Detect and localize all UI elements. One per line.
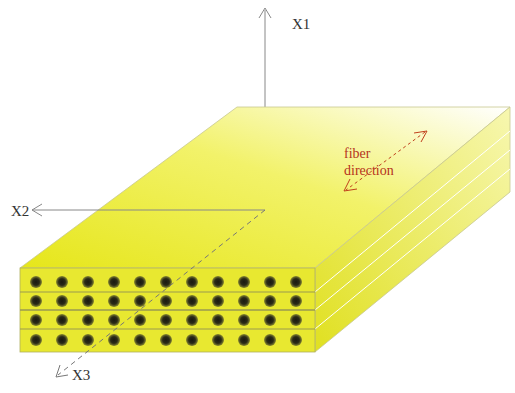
fiber-dot [186,295,198,307]
fiber-dot [108,276,120,288]
fiber-dot [56,314,68,326]
axis-label: X1 [292,16,310,33]
fiber-dot [212,295,224,307]
fiber-dot [134,314,146,326]
fiber-arrowhead [414,131,427,142]
fiber-dot [238,276,250,288]
fiber-direction-label: fiber direction [344,145,414,179]
fiber-dot [30,334,42,346]
fiber-dot [290,276,302,288]
fiber-dot [264,334,276,346]
fiber-dot [56,295,68,307]
fiber-dot [56,334,68,346]
fiber-arrowhead [344,179,357,191]
fiber-dot [290,295,302,307]
fiber-dot [30,295,42,307]
fiber-dot [186,276,198,288]
fiber-dot [134,334,146,346]
fiber-dot [160,314,172,326]
axis-label: X2 [11,203,29,220]
x2-arrowhead [32,204,42,216]
fiber-dot [82,295,94,307]
fiber-dot [212,314,224,326]
fiber-dot [134,295,146,307]
fiber-dot [186,334,198,346]
fiber-dot [30,314,42,326]
fiber-dot [212,276,224,288]
x3-arrowhead [56,365,68,377]
x2-axis [32,210,265,211]
fiber-dot [56,276,68,288]
fiber-dot [238,314,250,326]
fiber-dot [160,295,172,307]
x1-arrowhead [259,8,271,18]
side-layer-lines [315,131,510,329]
front-face [20,268,315,352]
fiber-dot [82,276,94,288]
fiber-dot [160,334,172,346]
fiber-dot [108,334,120,346]
fiber-dot [134,276,146,288]
fiber-dot [290,314,302,326]
fiber-dot [82,334,94,346]
axis-label: X3 [72,367,90,384]
fiber-dot [290,334,302,346]
fiber-dot [264,314,276,326]
fiber-dot [264,276,276,288]
fiber-dot [82,314,94,326]
fiber-dot [212,334,224,346]
fiber-dots [30,276,302,346]
x3-axis [58,210,265,375]
fiber-dot [186,314,198,326]
side-face [315,107,510,352]
fiber-dot [30,276,42,288]
fiber-dot [108,314,120,326]
fiber-dot [108,295,120,307]
front-layer-lines [20,292,315,329]
fiber-dot [264,295,276,307]
fiber-dot [238,295,250,307]
fiber-dot [238,334,250,346]
